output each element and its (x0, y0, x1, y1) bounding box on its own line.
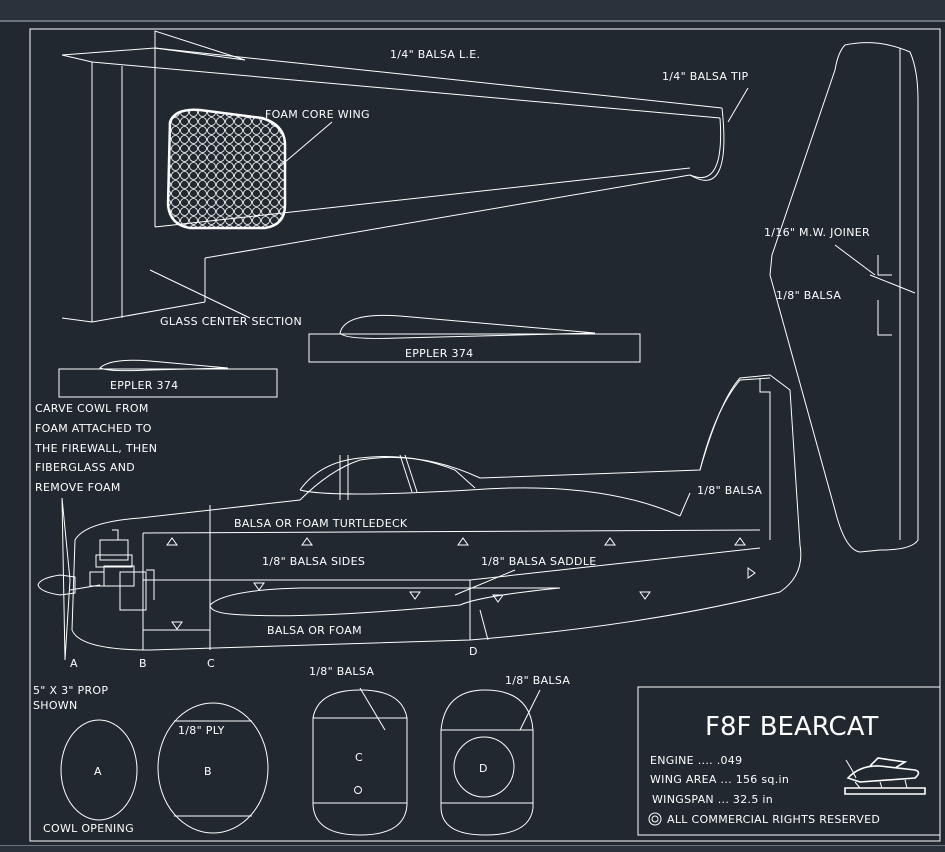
label-glass-center-section: GLASS CENTER SECTION (160, 315, 302, 328)
section-b (157, 702, 269, 834)
airfoil-small (58, 359, 278, 398)
station-c: C (207, 657, 215, 670)
label-fin-balsa: 1/8" BALSA (697, 484, 762, 497)
wing-planform (61, 30, 749, 323)
label-mw-joiner: 1/16" M.W. JOINER (764, 226, 870, 239)
title-block-wing-area: WING AREA ... 156 sq.in (650, 773, 789, 786)
cowl-note-line-2: FOAM ATTACHED TO (35, 422, 152, 435)
stabilizer-planform (769, 42, 919, 553)
station-b: B (139, 657, 147, 670)
label-foam-core-wing: FOAM CORE WING (265, 108, 370, 121)
cowl-note: CARVE COWL FROM FOAM ATTACHED TO THE FIR… (34, 402, 157, 494)
cowl-note-line-5: REMOVE FOAM (35, 481, 121, 494)
airplane-icon (844, 757, 926, 795)
label-section-d-balsa: 1/8" BALSA (505, 674, 570, 687)
section-c-label: C (355, 751, 363, 764)
airfoil-large (308, 314, 641, 363)
title-block-wingspan: WINGSPAN ... 32.5 in (652, 793, 773, 806)
title-block-engine: ENGINE .... .049 (650, 754, 742, 767)
prop-note-line-1: 5" X 3" PROP (33, 684, 108, 697)
window-title-bar (0, 0, 945, 22)
label-cowl-opening: COWL OPENING (43, 822, 134, 835)
station-d: D (469, 645, 478, 658)
fuselage-side-view (37, 374, 802, 661)
cowl-note-line-3: THE FIREWALL, THEN (34, 442, 157, 455)
label-ply: 1/8" PLY (178, 724, 225, 737)
section-b-label: B (204, 765, 212, 778)
title-block-rights: ALL COMMERCIAL RIGHTS RESERVED (667, 813, 880, 826)
cowl-note-line-4: FIBERGLASS AND (35, 461, 135, 474)
cowl-note-line-1: CARVE COWL FROM (35, 402, 149, 415)
title-block (637, 686, 941, 836)
label-balsa-le: 1/4" BALSA L.E. (390, 48, 480, 61)
label-balsa-sides: 1/8" BALSA SIDES (262, 555, 365, 568)
window-status-bar (0, 845, 945, 852)
label-balsa-saddle: 1/8" BALSA SADDLE (481, 555, 597, 568)
copyright-icon (648, 812, 662, 826)
section-a (60, 719, 138, 821)
label-eppler-small: EPPLER 374 (110, 379, 178, 392)
label-balsa-or-foam: BALSA OR FOAM (267, 624, 362, 637)
station-a: A (70, 657, 78, 670)
section-a-label: A (94, 765, 102, 778)
drawing-border (29, 28, 941, 842)
label-section-c-balsa: 1/8" BALSA (309, 665, 374, 678)
label-stab-balsa: 1/8" BALSA (776, 289, 841, 302)
label-balsa-tip: 1/4" BALSA TIP (662, 70, 749, 83)
section-c (312, 687, 408, 836)
prop-note-line-2: SHOWN (33, 699, 78, 712)
section-d-label: D (479, 762, 488, 775)
title-block-title: F8F BEARCAT (705, 712, 878, 742)
section-d (440, 689, 541, 836)
label-turtledeck: BALSA OR FOAM TURTLEDECK (234, 517, 408, 530)
label-eppler-large: EPPLER 374 (405, 347, 473, 360)
